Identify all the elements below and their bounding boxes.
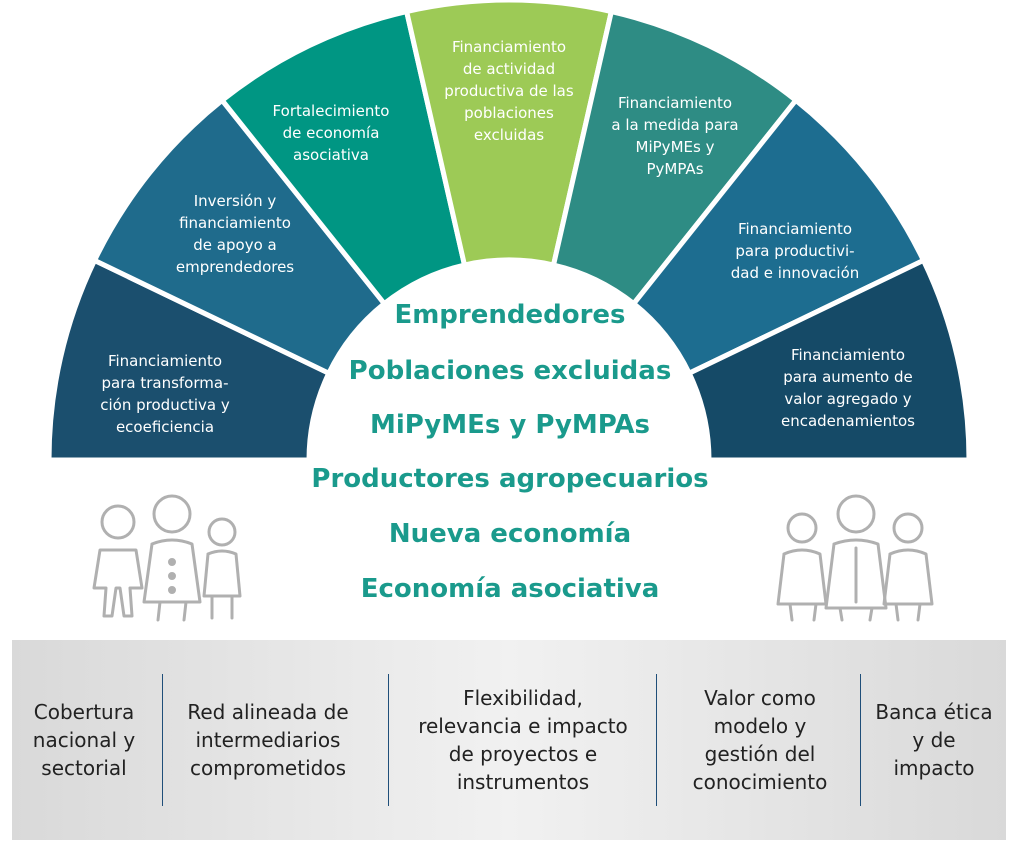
pillars-band: Cobertura nacional y sectorial Red aline…	[12, 640, 1006, 840]
center-item-nueva-economia: Nueva economía	[388, 519, 632, 549]
center-item-mipymes: MiPyMEs y PyMPAs	[369, 410, 651, 440]
center-item-emprendedores: Emprendedores	[394, 300, 626, 330]
center-item-poblaciones-excluidas: Poblaciones excluidas	[348, 356, 672, 386]
family-icon-left	[92, 494, 242, 622]
pillar-divider	[860, 674, 861, 806]
center-item-economia-asociativa: Economía asociativa	[360, 574, 660, 604]
segment-valor-agregado-label: Financiamiento para aumento de valor agr…	[780, 346, 915, 430]
pillar-flexibilidad: Flexibilidad, relevancia e impacto de pr…	[418, 686, 628, 794]
segment-economia-asociativa-label: Fortalecimiento de economía asociativa	[272, 102, 390, 164]
pillar-divider	[388, 674, 389, 806]
center-item-productores: Productores agropecuarios	[311, 464, 709, 494]
segment-productividad-label: Financiamiento para productivi- dad e in…	[730, 220, 860, 282]
segment-poblaciones-excluidas-label: Financiamiento de actividad productiva d…	[444, 38, 574, 144]
arch-diagram	[49, 0, 972, 463]
pillar-red-alineada: Red alineada de intermediarios compromet…	[187, 700, 349, 780]
segment-valor-agregado	[685, 257, 972, 463]
family-icon-right	[776, 494, 934, 622]
pillar-divider	[656, 674, 657, 806]
pillar-cobertura: Cobertura nacional y sectorial	[32, 700, 136, 780]
pillar-banca-etica: Banca ética y de impacto	[875, 700, 993, 780]
segment-emprendedores-label: Inversión y financiamiento de apoyo a em…	[175, 192, 295, 276]
segment-mipymes-label: Financiamiento a la medida para MiPyMEs …	[611, 94, 739, 178]
segment-transformacion-label: Financiamiento para transforma- ción pro…	[100, 352, 230, 436]
pillar-divider	[162, 674, 163, 806]
pillar-valor: Valor como modelo y gestión del conocimi…	[692, 686, 828, 794]
